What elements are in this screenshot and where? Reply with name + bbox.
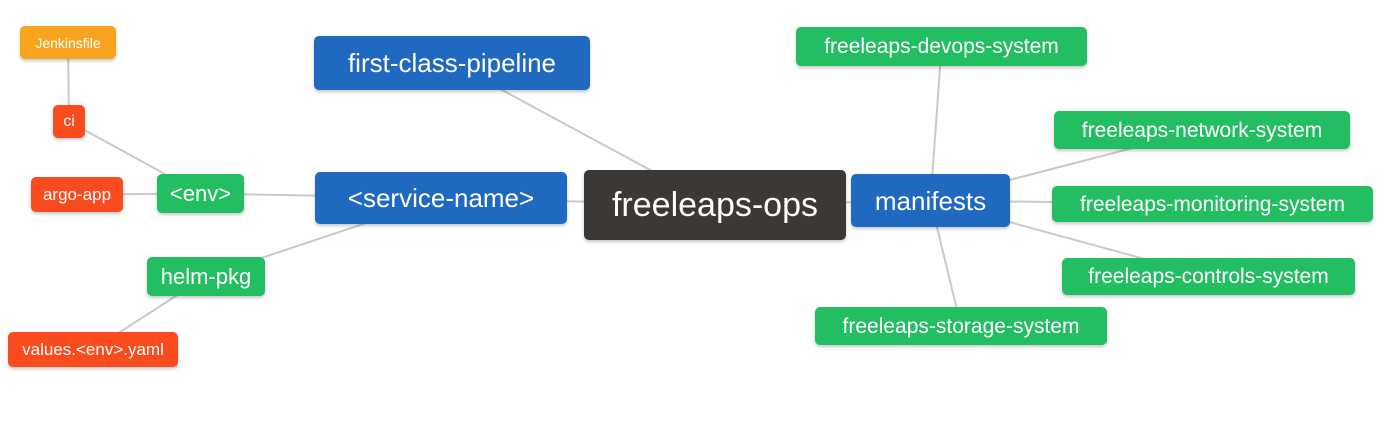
mindmap-node-jenkinsfile[interactable]: Jenkinsfile [20, 26, 116, 59]
mindmap-node-freeleaps-monitoring-system[interactable]: freeleaps-monitoring-system [1052, 186, 1373, 222]
mindmap-node-ci[interactable]: ci [53, 105, 85, 138]
mindmap-node-freeleaps-devops-system[interactable]: freeleaps-devops-system [796, 27, 1087, 66]
mindmap-node-freeleaps-controls-system[interactable]: freeleaps-controls-system [1062, 258, 1355, 295]
mindmap-node-argo-app[interactable]: argo-app [31, 177, 123, 212]
mindmap-node-service-name[interactable]: <service-name> [315, 172, 567, 224]
mindmap-node-manifests[interactable]: manifests [851, 174, 1010, 227]
mindmap-node-env[interactable]: <env> [157, 174, 244, 213]
mindmap-node-values-env-yaml[interactable]: values.<env>.yaml [8, 332, 178, 367]
mindmap-node-helm-pkg[interactable]: helm-pkg [147, 257, 265, 296]
mindmap-node-freeleaps-network-system[interactable]: freeleaps-network-system [1054, 111, 1350, 149]
mindmap-node-freeleaps-ops[interactable]: freeleaps-ops [584, 170, 846, 240]
mindmap-node-first-class-pipeline[interactable]: first-class-pipeline [314, 36, 590, 90]
mindmap-node-freeleaps-storage-system[interactable]: freeleaps-storage-system [815, 307, 1107, 345]
